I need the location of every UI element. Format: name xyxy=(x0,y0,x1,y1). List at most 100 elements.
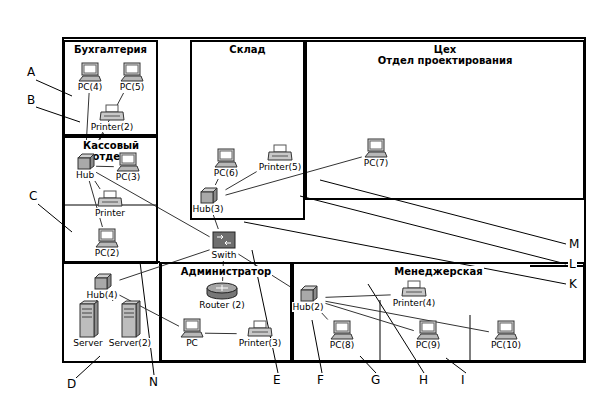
server-bay xyxy=(124,317,134,318)
device: PC(2) xyxy=(94,228,120,258)
room-name: Менеджерская xyxy=(393,266,483,277)
monitor-screen xyxy=(122,155,134,163)
callout-letter: G xyxy=(370,374,381,387)
leader-line xyxy=(36,107,80,122)
device-label: Server xyxy=(72,338,104,348)
callout-letter: N xyxy=(148,376,159,389)
keyboard xyxy=(79,76,101,81)
printer-paper xyxy=(104,191,116,198)
server-bay xyxy=(82,317,92,318)
keyboard xyxy=(96,242,118,247)
printer-paper xyxy=(254,321,266,328)
keyboard xyxy=(181,332,203,337)
pc-icon xyxy=(330,320,354,340)
keyboard xyxy=(417,334,439,339)
hub-front xyxy=(301,290,313,301)
hub-side xyxy=(107,274,111,289)
router-top xyxy=(207,283,237,293)
device-label: PC(10) xyxy=(490,340,522,350)
network-cable xyxy=(205,333,237,334)
leader-line xyxy=(36,80,72,96)
network-cable xyxy=(322,313,328,320)
leader-line xyxy=(140,262,154,375)
pc-icon xyxy=(120,62,144,82)
device: PC(3) xyxy=(115,152,141,182)
pc-icon xyxy=(78,62,102,82)
device-label: Hub(3) xyxy=(192,204,225,214)
room-name: Склад xyxy=(228,44,266,55)
network-cable xyxy=(95,181,100,189)
server-side xyxy=(94,301,98,337)
room-name: Отдел проектирования xyxy=(377,55,514,66)
device: PC(4) xyxy=(77,62,103,92)
wall xyxy=(530,265,585,267)
keyboard xyxy=(495,334,517,339)
printer-body xyxy=(402,288,426,296)
device-label: Printer(3) xyxy=(238,338,283,348)
monitor-case xyxy=(124,63,140,75)
monitor-screen xyxy=(220,151,232,159)
device: PC(7) xyxy=(363,138,389,168)
device-label: Server(2) xyxy=(108,338,152,348)
printer-slot xyxy=(272,156,288,157)
network-cable xyxy=(213,215,218,229)
room: Кассовый отделHubPC(3)PrinterPC(2) xyxy=(63,136,158,264)
callout-letter: D xyxy=(66,378,77,391)
device-label: PC(6) xyxy=(213,168,239,178)
printer-paper xyxy=(408,281,420,288)
device: Swith xyxy=(211,230,238,260)
monitor-case xyxy=(218,149,234,161)
pc-icon xyxy=(494,320,518,340)
device: Printer(2) xyxy=(90,104,135,132)
outer-wall xyxy=(63,38,585,362)
leader-line xyxy=(38,204,72,232)
callout-letter: K xyxy=(568,278,578,291)
leader-line xyxy=(312,320,322,373)
printer-icon xyxy=(97,190,123,208)
device: PC(5) xyxy=(119,62,145,92)
device-label: PC(2) xyxy=(94,248,120,258)
device-label: PC(7) xyxy=(363,158,389,168)
printer-body xyxy=(268,152,292,160)
printer-paper xyxy=(274,145,286,152)
keyboard xyxy=(121,76,143,81)
device-label: Printer(4) xyxy=(392,298,437,308)
leader-line xyxy=(300,196,566,264)
device-label: Swith xyxy=(211,250,238,260)
callout-letter: F xyxy=(316,374,325,387)
room-name: Бухгалтерия xyxy=(73,44,148,55)
monitor-case xyxy=(184,319,200,331)
device-label: PC(8) xyxy=(329,340,355,350)
pc-icon xyxy=(214,148,238,168)
switch-arrows xyxy=(217,235,231,245)
pc-icon xyxy=(116,152,140,172)
router-arrows xyxy=(216,285,228,291)
hub-side xyxy=(213,188,217,203)
monitor-screen xyxy=(126,65,138,73)
monitor-case xyxy=(368,139,384,151)
hub-front xyxy=(201,192,213,203)
device-label: Hub(2) xyxy=(292,302,325,312)
room-name: Цех xyxy=(433,44,458,55)
keyboard xyxy=(215,162,237,167)
keyboard xyxy=(365,152,387,157)
hub-icon xyxy=(92,272,112,290)
callout-letter: A xyxy=(26,66,36,79)
hub-icon xyxy=(75,152,95,170)
callout-letter: H xyxy=(418,374,429,387)
hub-front xyxy=(78,158,90,169)
device: Printer(3) xyxy=(238,320,283,348)
callout-letter: L xyxy=(568,258,577,271)
printer-body xyxy=(98,198,122,206)
pc-icon xyxy=(180,318,204,338)
device: PC(10) xyxy=(490,320,522,350)
printer-icon xyxy=(401,280,427,298)
device-label: Hub xyxy=(75,170,95,180)
wall xyxy=(380,300,381,362)
switch-icon xyxy=(211,230,237,250)
printer-slot xyxy=(252,332,268,333)
pc-icon xyxy=(95,228,119,248)
device-label: Printer(2) xyxy=(90,122,135,132)
wall xyxy=(470,315,471,362)
device-label: Printer(5) xyxy=(258,162,303,172)
